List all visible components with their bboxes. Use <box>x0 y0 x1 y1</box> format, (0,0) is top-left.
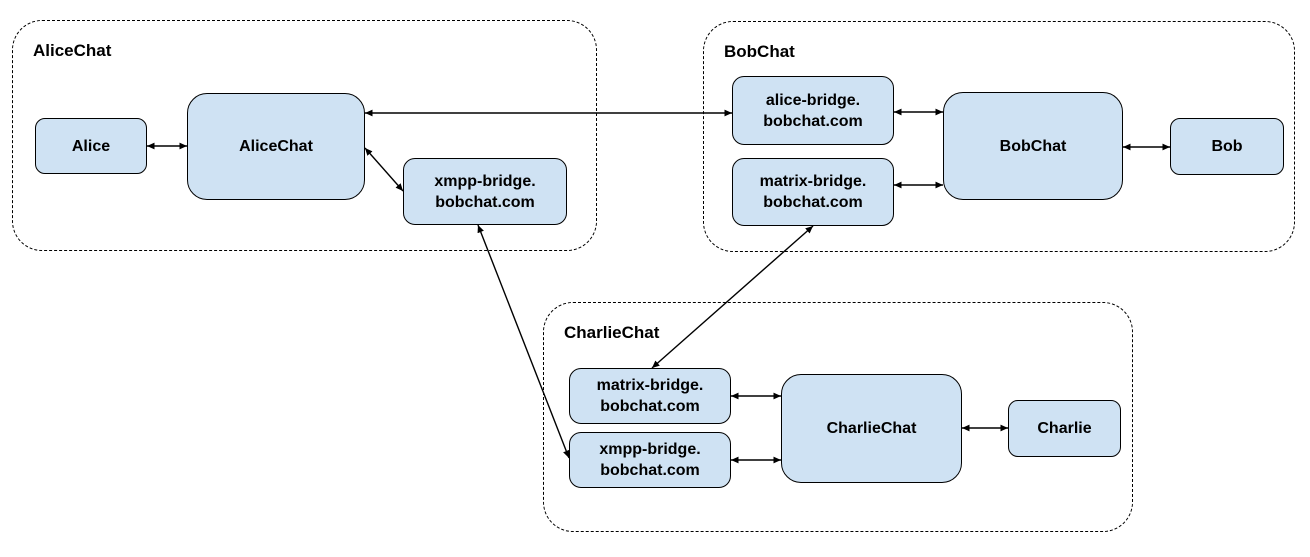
node-charlie: Charlie <box>1008 400 1121 457</box>
node-alicechat-server: AliceChat <box>187 93 365 200</box>
node-charliechat-server-label: CharlieChat <box>826 420 917 437</box>
node-bobchat-server: BobChat <box>943 92 1123 200</box>
node-alicechat-server-label: AliceChat <box>239 138 313 155</box>
node-xmpp-bridge-charliechat-line1: xmpp-bridge. <box>599 441 701 458</box>
node-xmpp-bridge-alicechat: xmpp-bridge. bobchat.com <box>403 158 567 225</box>
node-xmpp-bridge-charliechat: xmpp-bridge. bobchat.com <box>569 432 731 488</box>
node-alice: Alice <box>35 118 147 174</box>
node-matrix-bridge-charliechat: matrix-bridge. bobchat.com <box>569 368 731 424</box>
node-matrix-bridge-bobchat-line1: matrix-bridge. <box>759 173 867 190</box>
group-alicechat-network: AliceChat <box>12 20 597 251</box>
group-alicechat-label: AliceChat <box>33 41 112 60</box>
node-bob-label: Bob <box>1211 138 1243 155</box>
node-xmpp-bridge-charliechat-line2: bobchat.com <box>600 462 700 479</box>
node-matrix-bridge-charliechat-line1: matrix-bridge. <box>596 377 704 394</box>
node-matrix-bridge-bobchat: matrix-bridge. bobchat.com <box>732 158 894 226</box>
node-matrix-bridge-bobchat-line2: bobchat.com <box>763 194 863 211</box>
node-xmpp-bridge-alicechat-line1: xmpp-bridge. <box>434 172 536 190</box>
node-bobchat-server-label: BobChat <box>999 137 1067 155</box>
node-charliechat-server: CharlieChat <box>781 374 962 483</box>
node-alice-label: Alice <box>71 137 111 155</box>
node-alice-bridge-bobchat: alice-bridge. bobchat.com <box>732 76 894 145</box>
group-bobchat-network: BobChat <box>703 21 1295 252</box>
node-matrix-bridge-charliechat-line2: bobchat.com <box>600 398 700 415</box>
node-alice-bridge-bobchat-line1: alice-bridge. <box>765 91 861 109</box>
group-bobchat-label: BobChat <box>724 42 795 61</box>
group-charliechat-label: CharlieChat <box>564 323 660 342</box>
node-bob: Bob <box>1170 118 1284 175</box>
node-alice-bridge-bobchat-line2: bobchat.com <box>763 112 863 130</box>
node-xmpp-bridge-alicechat-line2: bobchat.com <box>435 193 535 211</box>
node-charlie-label: Charlie <box>1037 420 1092 437</box>
